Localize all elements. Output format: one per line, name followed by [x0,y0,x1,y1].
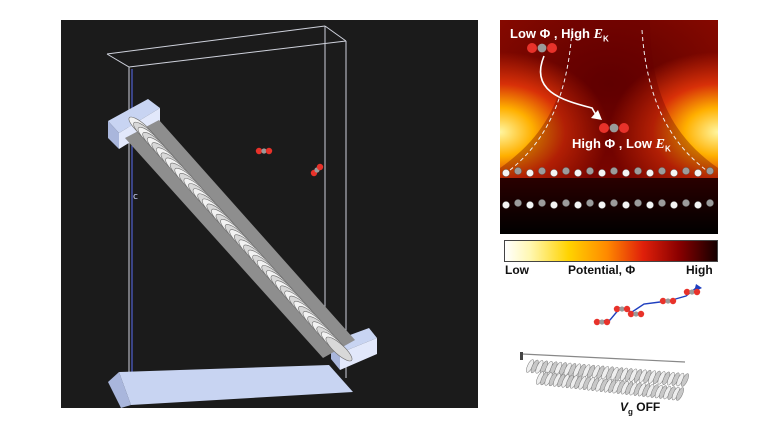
heatmap-lower-band [500,178,718,234]
inset-electrode-line [521,353,686,363]
colorbar-low-label: Low [505,263,529,277]
inset-electrode-tip [520,352,523,360]
colorbar-title: Potential, Φ [568,263,636,277]
simulation-panel: c [61,20,478,408]
graphene-layer-lower [502,199,714,209]
equipotential-left [509,29,573,171]
top-electrode [108,99,160,133]
co2-molecule-top [527,43,557,53]
co2-trajectory-path [593,287,697,323]
top-electrode-side [108,121,119,149]
co2-molecule [255,147,273,155]
co2-molecule [310,163,324,177]
heatmap-central-channel [500,20,718,180]
heatmap-svg [500,20,718,234]
trajectory-inset [510,282,720,417]
c-axis-label: c [133,192,138,202]
nanotube-rings [128,116,353,362]
inset-nanotubes [526,359,689,401]
co2-molecule-bottom [599,123,629,133]
bottom-electrode-side [108,372,131,408]
label-high-phi-low-ek: High Φ , Low EK [572,136,671,154]
potential-heatmap: Low Φ , High EK High Φ , Low EK [500,20,718,234]
right-electrode-face [340,338,377,370]
simulation-box-svg [106,25,377,408]
trajectory-molecules [593,288,701,326]
colorbar-high-label: High [686,263,713,277]
trajectory-svg [520,284,702,401]
transfer-arrow [539,55,597,116]
equipotential-right [641,29,707,171]
vg-off-label: Vg OFF [620,400,661,417]
transfer-arrowhead [591,110,602,120]
potential-colorbar [504,240,718,262]
label-low-phi-high-ek: Low Φ , High EK [510,26,609,44]
graphene-layer-upper [502,167,714,177]
bottom-electrode [119,365,353,405]
